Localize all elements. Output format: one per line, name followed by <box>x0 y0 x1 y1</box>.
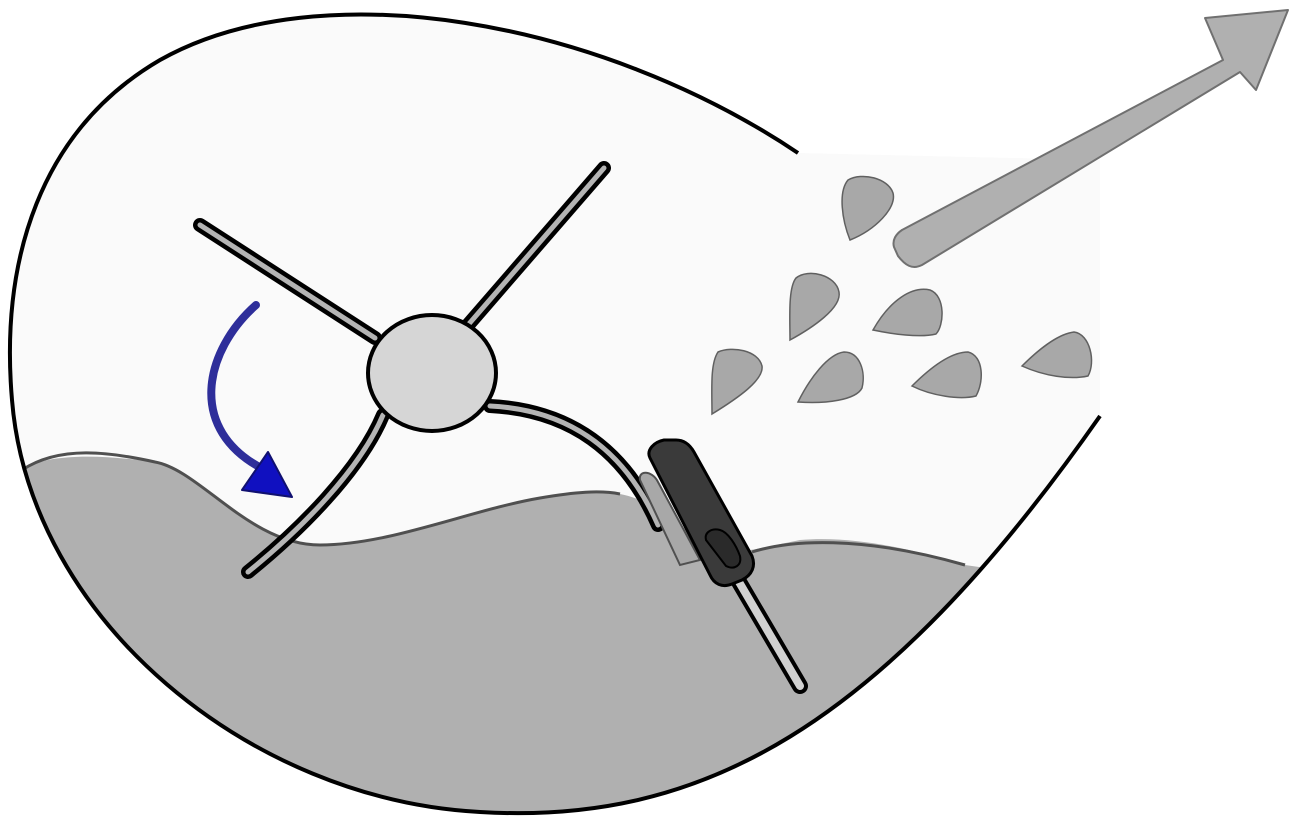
rotor-hub <box>368 315 496 431</box>
